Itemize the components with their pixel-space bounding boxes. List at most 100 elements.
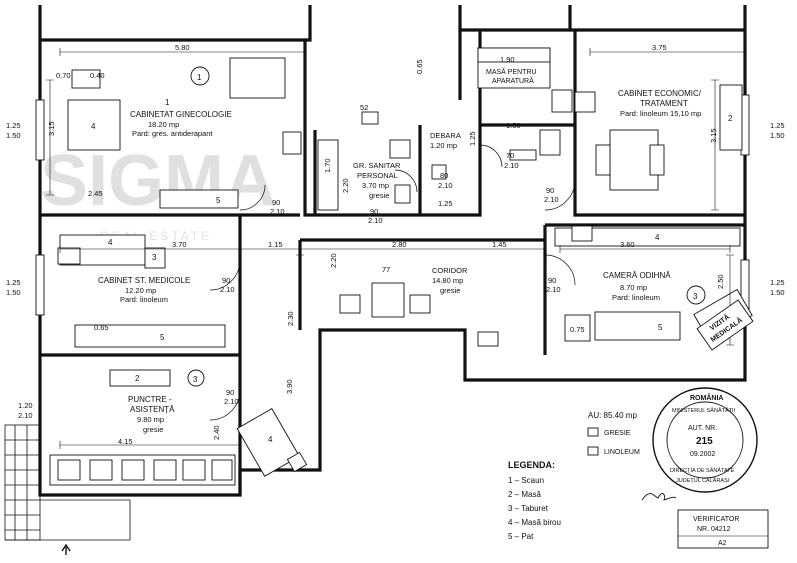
gresie-text: GRESIE (604, 430, 631, 437)
room-odih-area: 8.70 mp (620, 283, 647, 292)
furniture-aparatura (477, 47, 596, 156)
svg-text:1.25: 1.25 (770, 278, 785, 287)
room-masa-dim: 1.90 (500, 55, 515, 64)
watermark: SIGMA REAL ESTATE (40, 141, 276, 243)
svg-text:0.70: 0.70 (56, 71, 71, 80)
svg-text:1.25: 1.25 (6, 121, 21, 130)
svg-text:2.40: 2.40 (212, 425, 221, 440)
legend: LEGENDA: 1 – Scaun 2 – Masă 3 – Taburet … (508, 460, 561, 541)
svg-text:4: 4 (91, 122, 96, 131)
svg-text:JUDEȚUL CĂLĂRAȘI: JUDEȚUL CĂLĂRAȘI (676, 477, 730, 484)
svg-text:1.15: 1.15 (268, 240, 283, 249)
svg-text:3.15: 3.15 (47, 121, 56, 136)
svg-text:215: 215 (696, 436, 713, 447)
room-masa-name1: MASĂ PENTRU (486, 67, 537, 76)
corridor-fixtures (339, 282, 499, 347)
svg-text:1.20: 1.20 (18, 401, 33, 410)
svg-text:2.10: 2.10 (270, 207, 285, 216)
svg-text:52: 52 (360, 103, 368, 112)
room-masa-name2: APARATURĂ (492, 76, 534, 85)
svg-text:2: 2 (728, 114, 733, 123)
svg-text:4: 4 (108, 238, 113, 247)
svg-text:09.2002: 09.2002 (690, 451, 715, 458)
svg-text:2.50: 2.50 (716, 274, 725, 289)
room-odih-floor: Pard: linoleum (612, 293, 660, 302)
legend-item: 4 – Masă birou (508, 518, 561, 527)
room-debara-name: DEBARA (430, 131, 461, 140)
room-gine-number: 1 (165, 98, 170, 107)
furniture-medicale: 4 3 5 (57, 234, 226, 348)
svg-text:2.10: 2.10 (504, 161, 519, 170)
legend-item: 1 – Scaun (508, 476, 544, 485)
svg-text:90: 90 (370, 207, 378, 216)
svg-text:3: 3 (152, 253, 157, 262)
legend-item: 2 – Masă (508, 490, 541, 499)
dimension-lines (46, 48, 746, 449)
dimension-labels: 5.80 0.70 0.40 3.15 2.45 1.25 1.50 1.25 … (6, 43, 785, 446)
svg-text:2: 2 (135, 374, 140, 383)
room-debara-area: 1.20 mp (430, 141, 457, 150)
svg-text:2.45: 2.45 (88, 189, 103, 198)
svg-text:77: 77 (382, 265, 390, 274)
svg-text:A2: A2 (718, 540, 727, 547)
furniture-hall: 4 (236, 408, 308, 477)
svg-text:5: 5 (160, 333, 165, 342)
legend-item: 3 – Taburet (508, 504, 549, 513)
svg-text:80: 80 (440, 171, 448, 180)
room-grs-name2: PERSONAL (357, 171, 398, 180)
svg-text:1.50: 1.50 (6, 131, 21, 140)
svg-text:70: 70 (506, 151, 514, 160)
room-gine-floor: Pard: gres. antiderapant (132, 129, 213, 138)
verificator-box: VERIFICATOR NR. 04212 A2 (677, 509, 769, 549)
room-cor-area: 14.80 mp (432, 276, 463, 285)
svg-text:0.75: 0.75 (570, 325, 585, 334)
svg-text:3.15: 3.15 (709, 128, 718, 143)
svg-text:1.50: 1.50 (506, 121, 521, 130)
furniture-sanitar (317, 111, 537, 211)
svg-text:5.80: 5.80 (175, 43, 190, 52)
svg-text:3: 3 (693, 292, 698, 301)
linoleum-text: LINOLEUM (604, 449, 640, 456)
svg-text:90: 90 (222, 276, 230, 285)
svg-text:ROMÂNIA: ROMÂNIA (690, 393, 723, 402)
room-punct-name1: PUNCTRE - (128, 395, 172, 404)
room-gine-area: 18.20 mp (148, 120, 179, 129)
svg-text:2.10: 2.10 (368, 216, 383, 225)
legend-item: 5 – Pat (508, 532, 534, 541)
svg-text:5: 5 (216, 196, 221, 205)
svg-text:2.20: 2.20 (329, 253, 338, 268)
svg-text:0.65: 0.65 (415, 59, 424, 74)
svg-text:2.10: 2.10 (220, 285, 235, 294)
room-punct-area: 9.80 mp (137, 415, 164, 424)
room-medic-floor: Pard: linoleum (120, 295, 168, 304)
furniture-ginecologie: 1 4 5 (67, 57, 302, 209)
svg-text:2.10: 2.10 (224, 397, 239, 406)
svg-text:3.75: 3.75 (652, 43, 667, 52)
svg-text:3: 3 (193, 375, 198, 384)
svg-text:1.25: 1.25 (438, 199, 453, 208)
room-grs-floor: gresie (369, 191, 389, 200)
svg-text:90: 90 (548, 276, 556, 285)
room-cor-name: CORIDOR (432, 266, 468, 275)
watermark-brand: SIGMA (40, 141, 276, 221)
svg-text:DIRECȚIA DE SĂNĂTATE: DIRECȚIA DE SĂNĂTATE (670, 467, 735, 474)
svg-text:2.10: 2.10 (546, 285, 561, 294)
svg-text:2.20: 2.20 (341, 178, 350, 193)
svg-text:0.40: 0.40 (90, 71, 105, 80)
svg-text:1.45: 1.45 (492, 240, 507, 249)
room-odih-name: CAMERĂ ODIHNĂ (603, 271, 671, 280)
room-gine-name: CABINETAT GINECOLOGIE (130, 110, 232, 119)
svg-text:1.50: 1.50 (770, 288, 785, 297)
svg-text:90: 90 (272, 198, 280, 207)
furniture-economic: 2 (595, 84, 743, 191)
svg-text:MINISTERUL SĂNĂTĂȚII: MINISTERUL SĂNĂTĂȚII (672, 407, 736, 414)
room-grs-area: 3.70 mp (362, 181, 389, 190)
furniture-punct: 2 3 (49, 369, 236, 486)
svg-text:1.50: 1.50 (770, 131, 785, 140)
legend-title: LEGENDA: (508, 460, 555, 470)
svg-text:4: 4 (268, 435, 273, 444)
door-labels: 90 2.10 70 2.10 90 2.10 90 2.10 90 2.10 … (220, 151, 561, 406)
svg-text:2.10: 2.10 (18, 411, 33, 420)
official-stamp: ROMÂNIA MINISTERUL SĂNĂTĂȚII DIRECȚIA DE… (641, 387, 758, 501)
